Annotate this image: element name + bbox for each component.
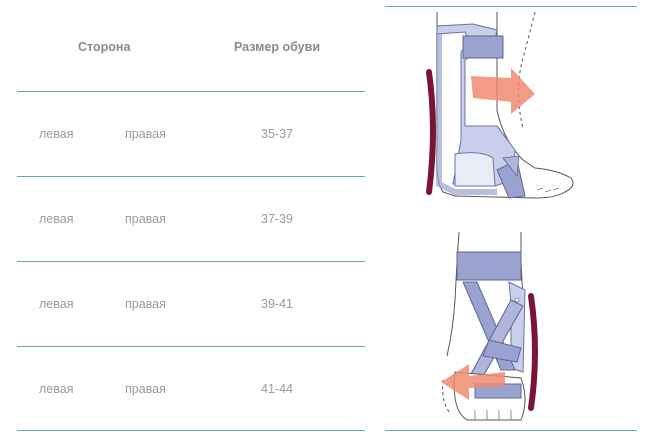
- row-divider: [17, 176, 365, 177]
- row-1-right: правая: [125, 127, 166, 141]
- header-side: Сторона: [78, 40, 131, 54]
- illustration-bottom-divider: [385, 430, 637, 431]
- row-4-size: 41-44: [261, 382, 293, 396]
- row-1-left: левая: [39, 127, 74, 141]
- size-table: Сторона Размер обуви левая правая 35-37 …: [17, 0, 365, 440]
- brace-illustration: [385, 0, 655, 440]
- row-2-size: 37-39: [261, 212, 293, 226]
- row-divider: [17, 261, 365, 262]
- row-2-right: правая: [125, 212, 166, 226]
- row-2-left: левая: [39, 212, 74, 226]
- row-4-right: правая: [125, 382, 166, 396]
- row-3-left: левая: [39, 297, 74, 311]
- illustration-top-divider: [385, 6, 637, 7]
- header-shoe-size: Размер обуви: [234, 40, 320, 54]
- row-divider: [17, 346, 365, 347]
- row-divider: [17, 91, 365, 92]
- row-4-left: левая: [39, 382, 74, 396]
- row-3-size: 39-41: [261, 297, 293, 311]
- front-view-ankle-brace-icon: [441, 231, 538, 421]
- side-view-ankle-brace-icon: [426, 11, 574, 199]
- row-1-size: 35-37: [261, 127, 293, 141]
- row-3-right: правая: [125, 297, 166, 311]
- row-divider: [17, 430, 365, 431]
